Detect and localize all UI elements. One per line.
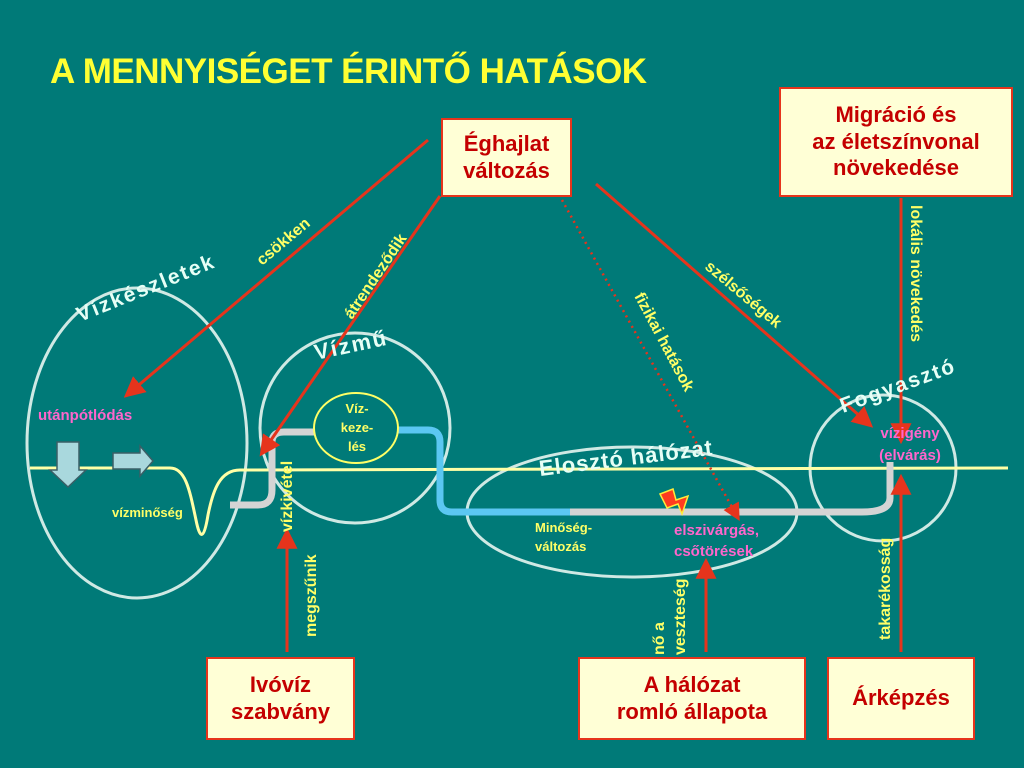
climate-change-line-2: változás xyxy=(463,157,550,183)
migration-line-2: az életszínvonal xyxy=(812,128,980,154)
arrow-decreases xyxy=(123,138,429,398)
arrow-rearranges xyxy=(259,195,442,457)
resources-circle xyxy=(25,286,249,600)
network-box: A hálózat romló állapota xyxy=(578,657,806,740)
migration-line-1: Migráció és xyxy=(835,102,957,128)
leakage-label-2: csőtörések xyxy=(674,543,754,560)
intake-pipe xyxy=(230,428,316,509)
waterworks-circle xyxy=(258,331,452,525)
migration-box: Migráció és az életszínvonal növekedése xyxy=(779,87,1013,197)
climate-change-line-1: Éghajlat xyxy=(463,131,550,157)
flow-arrow-icon xyxy=(112,443,154,479)
recharge-label: utánpótlódás xyxy=(38,407,132,424)
consumer-label: Fogyasztó xyxy=(837,354,959,417)
drinking-water-line-1: Ivóvíz xyxy=(249,672,312,698)
pricing-box: Árképzés xyxy=(827,657,975,740)
loss-grows-label-1: nő a xyxy=(651,622,668,655)
rearranges-label: átrendeződik xyxy=(341,231,410,322)
treatment-node xyxy=(313,392,399,464)
infiltration-arrow-icon xyxy=(48,441,88,489)
ceases-label: megszűnik xyxy=(303,554,320,637)
resources-label: Vízkészletek xyxy=(73,250,219,327)
treatment-label-1: Víz- xyxy=(345,401,368,416)
network-line-2: romló állapota xyxy=(616,698,768,724)
waterworks-label: Vízmű xyxy=(312,325,390,365)
arrow-physical-effects xyxy=(560,199,740,522)
quality-change-label-2: változás xyxy=(535,539,586,554)
leakage-label-1: elszivárgás, xyxy=(674,522,759,539)
pricing-line-1: Árképzés xyxy=(852,685,950,711)
demand-label-2: (elvárás) xyxy=(879,447,941,464)
arrow-extremes xyxy=(595,182,874,428)
treatment-label-2: keze- xyxy=(341,420,374,435)
climate-change-box: Éghajlat változás xyxy=(441,118,572,197)
network-line-1: A hálózat xyxy=(643,672,741,698)
saving-label: takarékosság xyxy=(877,538,894,640)
distribution-label: Elosztó hálózat xyxy=(538,435,715,481)
treatment-label-3: lés xyxy=(348,439,366,454)
water-table-line xyxy=(30,466,1009,536)
water-quality-label: vízminőség xyxy=(112,505,183,520)
intake-label: vízkivétel xyxy=(279,461,296,532)
loss-grows-label-2: veszteség xyxy=(672,579,689,656)
migration-line-3: növekedése xyxy=(833,155,959,181)
drinking-water-box: Ivóvíz szabvány xyxy=(206,657,355,740)
page-title: A MENNYISÉGET ÉRINTŐ HATÁSOK xyxy=(50,52,647,91)
extremes-label: szélsőségek xyxy=(701,258,784,332)
drinking-water-line-2: szabvány xyxy=(230,698,331,724)
clean-water-pipe xyxy=(398,426,570,516)
lightning-icon xyxy=(658,488,690,517)
quality-change-label-1: Minőség- xyxy=(535,520,592,535)
distribution-pipe xyxy=(570,462,894,516)
demand-label-1: vízigény xyxy=(880,425,940,442)
local-growth-label: lokális növekedés xyxy=(907,205,924,342)
